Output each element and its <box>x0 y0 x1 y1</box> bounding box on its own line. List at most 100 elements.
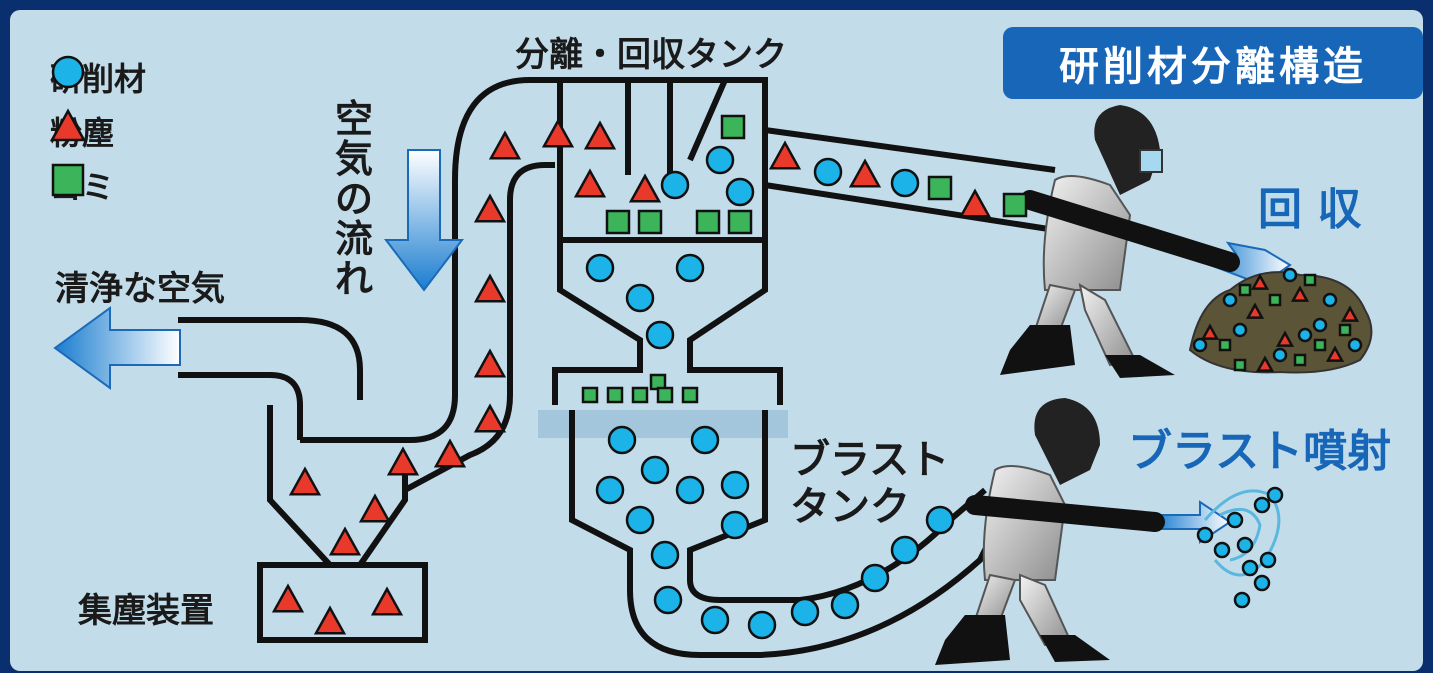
dust-particle <box>848 158 882 188</box>
dust-particle <box>573 168 607 198</box>
abrasive-particle <box>790 597 820 627</box>
dust-particle <box>1250 273 1270 290</box>
abrasive-particle <box>1272 347 1288 363</box>
title-badge: 研削材分離構造 <box>1003 27 1423 99</box>
abrasive-particle <box>675 475 705 505</box>
dust-particle <box>958 188 992 218</box>
abrasive-particle <box>1236 536 1254 554</box>
debris-particle <box>1338 323 1352 337</box>
dust-particle <box>358 493 392 523</box>
dust-particle <box>288 466 322 496</box>
dust-particle <box>1255 355 1275 372</box>
abrasive-particle <box>1232 322 1248 338</box>
dust-particle <box>1340 305 1360 322</box>
abrasive-particle <box>625 505 655 535</box>
abrasive-particle <box>650 540 680 570</box>
dust-particle <box>328 526 362 556</box>
dust-collector <box>257 405 428 643</box>
air-flow-label: 空気の流れ <box>334 97 373 301</box>
dust-particle <box>1325 345 1345 362</box>
dust-particle <box>473 348 507 378</box>
debris-particle <box>581 386 599 404</box>
clean-air-label: 清浄な空気 <box>55 269 225 309</box>
clean-air-arrow <box>53 306 181 390</box>
blast-tank-label-1: ブラスト <box>790 437 950 483</box>
debris-particle <box>637 209 663 235</box>
debris-particle <box>605 209 631 235</box>
abrasive-particle <box>890 168 920 198</box>
debris-particle <box>927 175 953 201</box>
dust-particle <box>628 173 662 203</box>
debris-particle <box>727 209 753 235</box>
blast-spray-label: ブラスト噴射 <box>1128 426 1392 477</box>
abrasive-particle <box>1222 292 1238 308</box>
abrasive-particle <box>1312 317 1328 333</box>
abrasive-particle <box>860 563 890 593</box>
debris-particle <box>631 386 649 404</box>
abrasive-particle <box>1196 526 1214 544</box>
abrasive-particle <box>720 470 750 500</box>
abrasive-particle <box>830 590 860 620</box>
abrasive-particle <box>585 253 615 283</box>
dust-particle <box>473 403 507 433</box>
abrasive-particle <box>653 585 683 615</box>
abrasive-particle <box>1322 292 1338 308</box>
abrasive-particle <box>1192 337 1208 353</box>
air-flow-arrow <box>383 149 465 292</box>
abrasive-particle <box>690 425 720 455</box>
dust-particle <box>1290 285 1310 302</box>
abrasive-particle <box>1233 591 1251 609</box>
abrasive-particle <box>720 510 750 540</box>
debris-particle <box>1313 338 1327 352</box>
debris-particle <box>720 114 746 140</box>
worker-recovery <box>1000 105 1240 378</box>
abrasive-particle <box>645 320 675 350</box>
dust-particle <box>473 193 507 223</box>
dust-collector-label: 集塵装置 <box>78 591 214 631</box>
legend-abrasive: 研削材 <box>50 54 146 100</box>
abrasive-particle <box>1253 574 1271 592</box>
debris-particle <box>1233 358 1247 372</box>
debris-particle <box>656 386 674 404</box>
abrasive-particle <box>1253 496 1271 514</box>
dust-particle <box>1245 302 1265 319</box>
return-duct <box>300 77 555 493</box>
abrasive-particle <box>660 170 690 200</box>
particles <box>271 114 1363 640</box>
exhaust-duct <box>178 317 363 440</box>
dust-particle <box>541 118 575 148</box>
dust-particle <box>473 273 507 303</box>
legend-dust: 粉塵 <box>50 108 114 154</box>
abrasive-particle <box>1266 486 1284 504</box>
debris-particle <box>681 386 699 404</box>
abrasive-particle <box>1297 327 1313 343</box>
abrasive-circle-icon <box>51 55 85 89</box>
abrasive-particle <box>1226 511 1244 529</box>
dust-particle <box>386 446 420 476</box>
spray-burst <box>1203 489 1281 577</box>
dust-particle <box>271 583 305 613</box>
dust-particle <box>1200 323 1220 340</box>
debris-square-icon <box>51 163 85 197</box>
dust-particle <box>433 438 467 468</box>
abrasive-particle <box>1213 541 1231 559</box>
dust-particle <box>488 130 522 160</box>
abrasive-particle <box>1282 267 1298 283</box>
dust-particle <box>313 605 347 635</box>
dust-particle <box>370 586 404 616</box>
dust-particle <box>583 120 617 150</box>
abrasive-particle <box>705 145 735 175</box>
abrasive-particle <box>725 177 755 207</box>
abrasive-particle <box>813 157 843 187</box>
dust-particle <box>1275 330 1295 347</box>
abrasive-particle <box>1347 337 1363 353</box>
debris-particle <box>1303 273 1317 287</box>
abrasive-particle <box>700 605 730 635</box>
dust-triangle-icon <box>50 108 86 142</box>
debris-particle <box>1293 353 1307 367</box>
recovery-label: 回 収 <box>1258 184 1362 235</box>
debris-particle <box>1238 283 1252 297</box>
abrasive-particle <box>747 610 777 640</box>
debris-particle <box>1268 293 1282 307</box>
